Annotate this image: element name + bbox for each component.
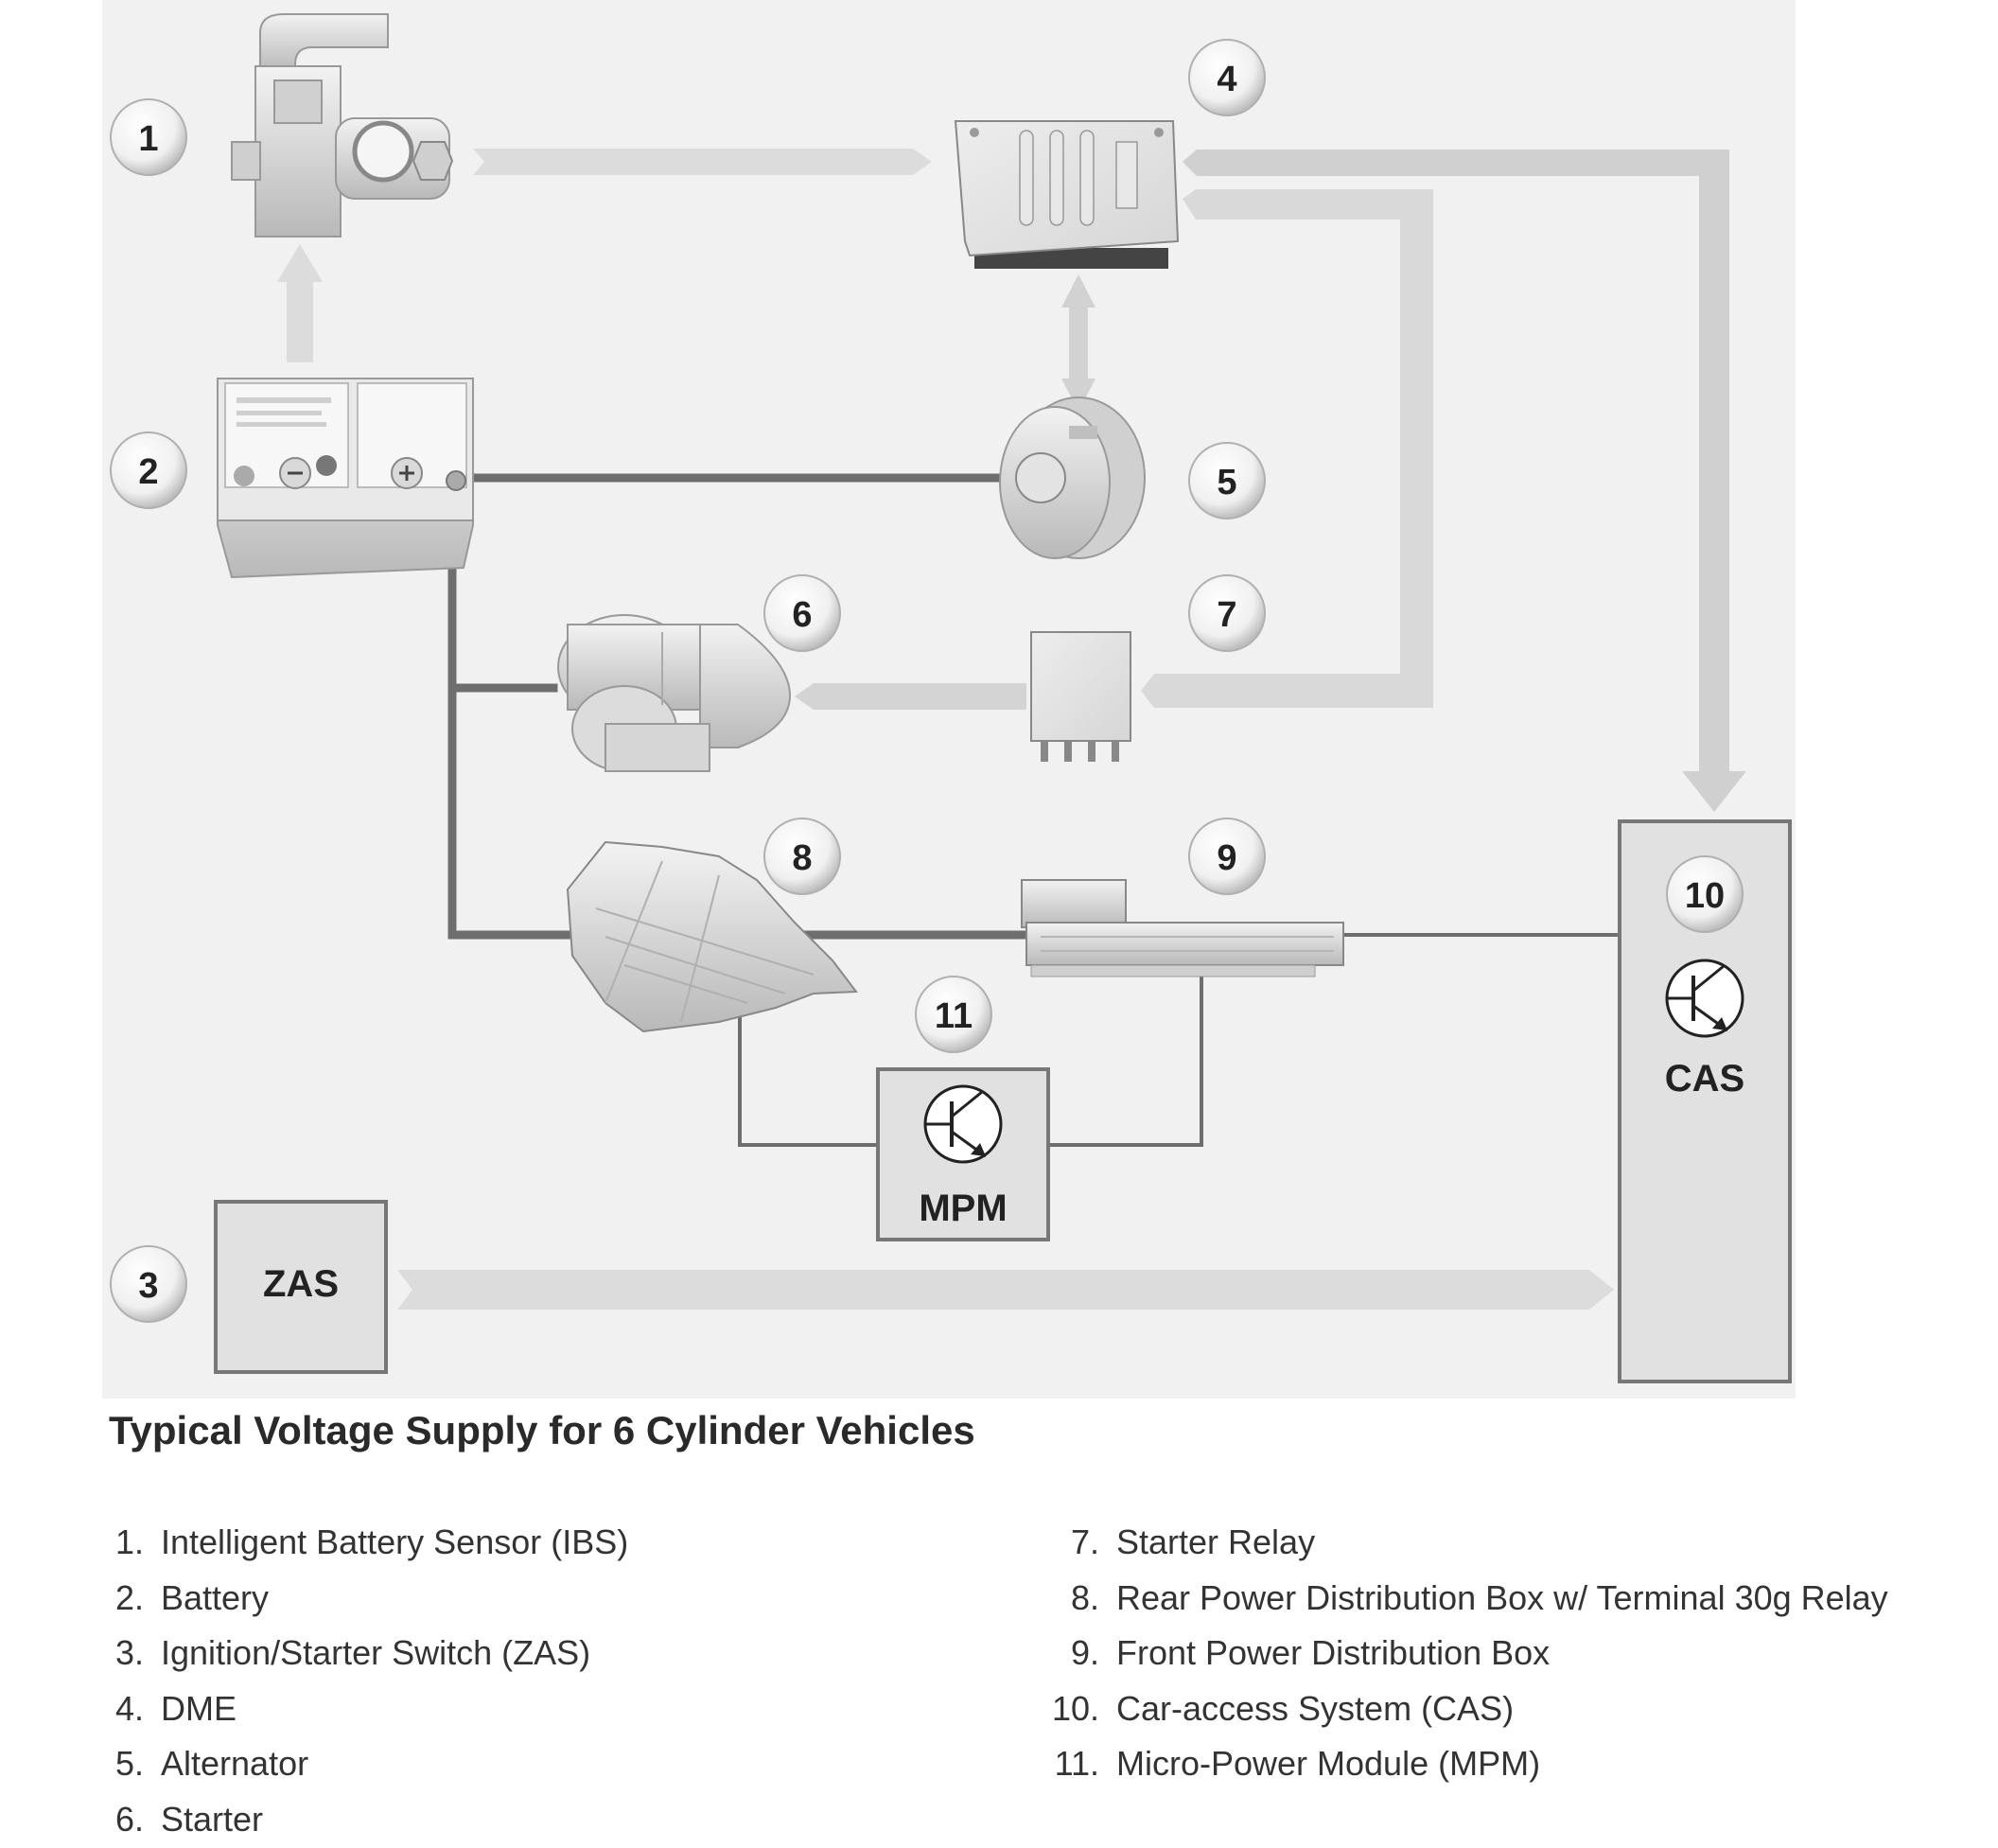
legend-number: 3. <box>114 1633 144 1673</box>
callout-10: 10 <box>1666 855 1744 933</box>
figure-caption: Typical Voltage Supply for 6 Cylinder Ve… <box>109 1408 975 1452</box>
zas-label: ZAS <box>263 1263 339 1305</box>
callout-1: 1 <box>110 98 187 176</box>
supply-arrows <box>277 149 1746 1310</box>
zas-box <box>214 1200 388 1374</box>
legend-item: 9. Front Power Distribution Box <box>1022 1626 1888 1681</box>
callout-8-number: 8 <box>792 838 812 878</box>
transistor-icon <box>923 1084 1003 1164</box>
callout-4: 4 <box>1188 39 1266 116</box>
legend-item: 8. Rear Power Distribution Box w/ Termina… <box>1022 1571 1888 1627</box>
legend-right-column: 7. Starter Relay 8. Rear Power Distributio… <box>1022 1515 1888 1792</box>
callout-3-number: 3 <box>138 1266 158 1306</box>
callout-6: 6 <box>763 574 841 652</box>
legend-label: Front Power Distribution Box <box>1116 1633 1551 1673</box>
legend-item: 7. Starter Relay <box>1022 1515 1888 1571</box>
legend-item: 5. Alternator <box>104 1736 628 1792</box>
legend-item: 10. Car-access System (CAS) <box>1022 1681 1888 1737</box>
callout-2: 2 <box>110 431 187 509</box>
alternator-icon <box>999 396 1146 559</box>
ibs-sensor-icon <box>231 13 454 238</box>
legend-item: 3. Ignition/Starter Switch (ZAS) <box>104 1626 628 1681</box>
callout-7: 7 <box>1188 574 1266 652</box>
cas-label: CAS <box>1665 1058 1744 1100</box>
legend-label: Starter <box>161 1799 264 1839</box>
legend-item: 11. Micro-Power Module (MPM) <box>1022 1736 1888 1792</box>
legend-label: Alternator <box>161 1744 309 1784</box>
legend-number: 6. <box>114 1799 144 1839</box>
legend-number: 2. <box>114 1577 144 1617</box>
legend-number: 5. <box>114 1744 144 1784</box>
callout-1-number: 1 <box>138 119 158 159</box>
callout-11-number: 11 <box>935 996 973 1036</box>
legend-item: 2. Battery <box>104 1571 628 1627</box>
legend-item: 6. Starter <box>104 1792 628 1848</box>
front-distribution-box-icon <box>1021 879 1344 977</box>
relay-icon <box>1030 631 1131 762</box>
callout-5-number: 5 <box>1217 463 1236 502</box>
callout-7-number: 7 <box>1217 595 1236 635</box>
legend-label: Starter Relay <box>1116 1522 1316 1561</box>
dme-module-icon <box>954 120 1180 269</box>
legend-number: 9. <box>1070 1633 1099 1673</box>
legend-number: 7. <box>1070 1522 1099 1561</box>
legend-label: DME <box>161 1688 237 1728</box>
callout-2-number: 2 <box>138 452 158 492</box>
legend-label: Car-access System (CAS) <box>1116 1688 1515 1728</box>
legend-left-column: 1. Intelligent Battery Sensor (IBS) 2. Bat… <box>104 1515 628 1848</box>
callout-8: 8 <box>763 818 841 895</box>
legend-label: Intelligent Battery Sensor (IBS) <box>161 1522 629 1561</box>
starter-motor-icon <box>557 614 792 772</box>
legend-item: 4. DME <box>104 1681 628 1737</box>
callout-6-number: 6 <box>792 595 812 635</box>
legend-label: Micro-Power Module (MPM) <box>1116 1744 1541 1784</box>
legend-number: 8. <box>1070 1577 1099 1617</box>
callout-9-number: 9 <box>1217 838 1236 878</box>
legend-label: Ignition/Starter Switch (ZAS) <box>161 1633 591 1673</box>
legend-number: 11. <box>1054 1744 1099 1784</box>
legend-label: Rear Power Distribution Box w/ Terminal … <box>1116 1577 1888 1617</box>
legend-number: 4. <box>114 1688 144 1728</box>
callout-11: 11 <box>915 976 992 1053</box>
legend-item: 1. Intelligent Battery Sensor (IBS) <box>104 1515 628 1571</box>
callout-4-number: 4 <box>1217 60 1236 99</box>
callout-10-number: 10 <box>1685 876 1725 916</box>
callout-9: 9 <box>1188 818 1266 895</box>
legend-number: 10. <box>1051 1688 1099 1728</box>
transistor-icon <box>1665 959 1744 1038</box>
legend-number: 1. <box>114 1522 144 1561</box>
voltage-supply-diagram: ZAS MPM CAS 1 2 3 4 5 <box>102 0 1796 1399</box>
callout-3: 3 <box>110 1245 187 1323</box>
mpm-label: MPM <box>919 1188 1007 1229</box>
battery-icon <box>217 378 474 579</box>
rear-distribution-box-icon <box>566 840 858 1033</box>
callout-5: 5 <box>1188 442 1266 519</box>
legend-label: Battery <box>161 1577 270 1617</box>
